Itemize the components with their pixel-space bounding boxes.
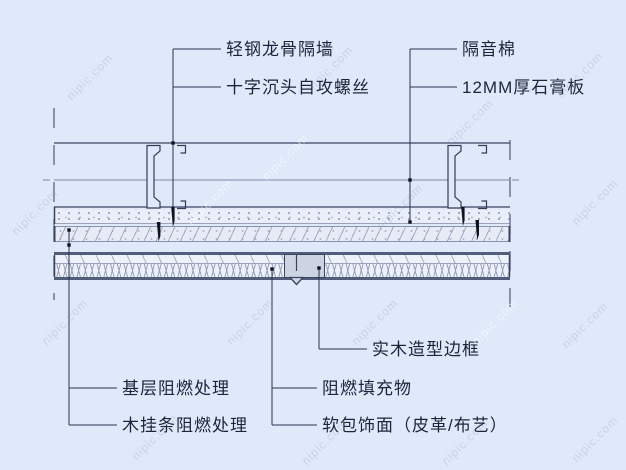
leader-dots [67,141,412,271]
steel-stud-central [146,144,187,210]
label-light-steel-keel-partition: 轻钢龙骨隔墙 [226,40,334,59]
wall-lines [43,142,519,277]
gypsum-board-layer-2 [54,226,510,242]
soft-finish-surface [54,277,510,280]
label-solid-wood-frame: 实木造型边框 [372,340,480,359]
flame-retardant-filler-layer [54,263,510,277]
label-12mm-gypsum-board: 12MM厚石膏板 [462,78,586,97]
label-flame-retardant-filler: 阻燃填充物 [322,379,412,398]
label-wood-strip-flame-retardant: 木挂条阻燃处理 [122,416,248,435]
label-base-flame-retardant: 基层阻燃处理 [122,379,230,398]
flame-retardant-base-layer [54,255,510,263]
wood-frame-joint [288,255,305,286]
screw-marks [156,207,479,242]
solid-wood-frame-block [284,254,325,278]
label-soft-finish-leather-fabric: 软包饰面（皮革/布艺） [322,416,508,435]
steel-stud-right [447,144,488,210]
label-cross-countersunk-screw: 十字沉头自攻螺丝 [226,78,370,97]
label-sound-insulation-cotton: 隔音棉 [462,40,516,59]
leader-lines [68,48,457,426]
gypsum-board-layer-1 [54,209,510,224]
panel-top-edge [54,252,510,255]
